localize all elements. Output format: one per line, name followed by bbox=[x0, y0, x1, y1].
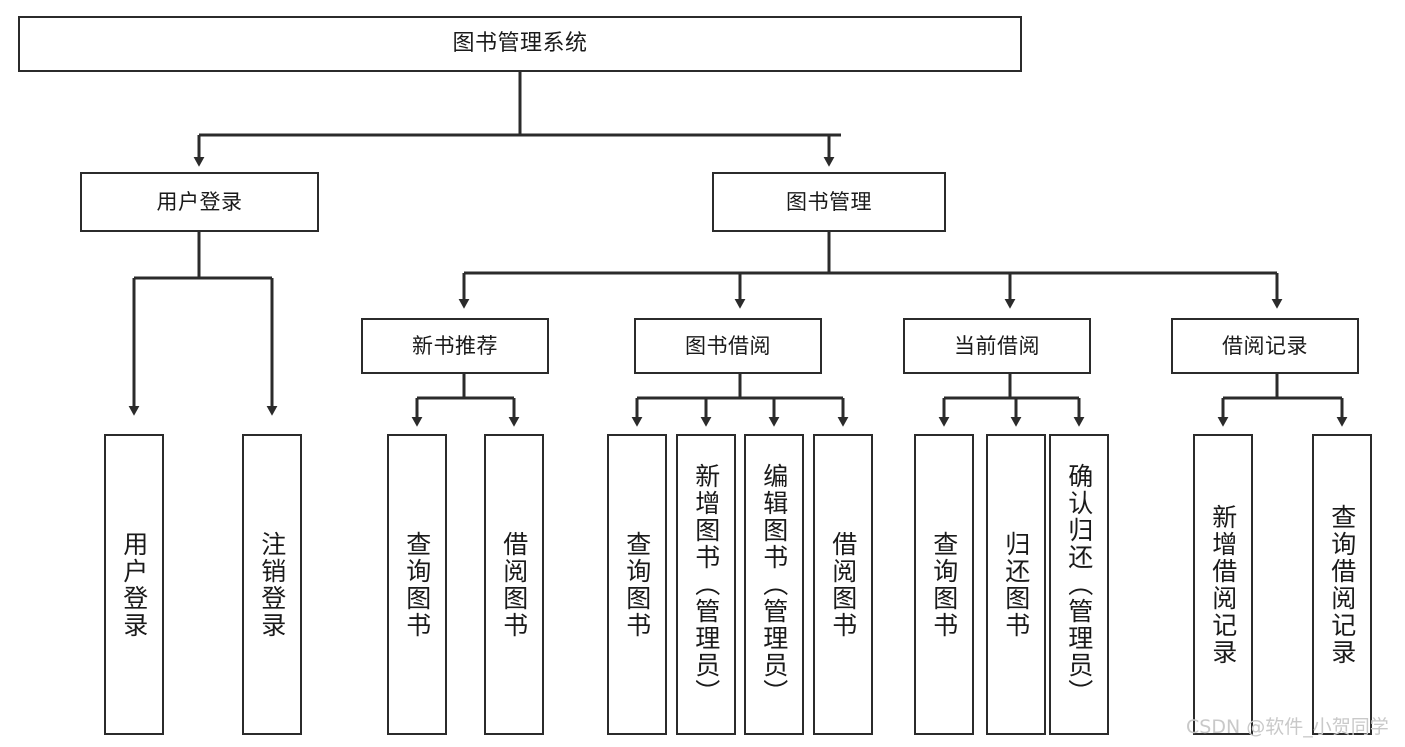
node-leaf-edit-book-label: 编辑图书（管理员） bbox=[759, 463, 789, 706]
node-leaf-user-login-label: 用户登录 bbox=[119, 530, 149, 639]
node-leaf-edit-book[interactable]: 编辑图书（管理员） bbox=[744, 434, 804, 735]
node-current-borrow-label: 当前借阅 bbox=[954, 333, 1040, 358]
node-leaf-borrow-book-2[interactable]: 借阅图书 bbox=[813, 434, 873, 735]
node-current-borrow[interactable]: 当前借阅 bbox=[903, 318, 1091, 374]
node-leaf-add-record[interactable]: 新增借阅记录 bbox=[1193, 434, 1253, 735]
node-leaf-query-book-3-label: 查询图书 bbox=[929, 530, 959, 639]
node-leaf-query-book-2-label: 查询图书 bbox=[622, 530, 652, 639]
node-borrow-record-label: 借阅记录 bbox=[1222, 333, 1308, 358]
node-book-borrow-label: 图书借阅 bbox=[685, 333, 771, 358]
node-leaf-query-book-3[interactable]: 查询图书 bbox=[914, 434, 974, 735]
csdn-watermark: CSDN @软件_小贺同学 bbox=[1186, 716, 1389, 738]
node-leaf-query-book-2[interactable]: 查询图书 bbox=[607, 434, 667, 735]
node-leaf-query-record-label: 查询借阅记录 bbox=[1327, 503, 1357, 666]
node-leaf-query-book-1[interactable]: 查询图书 bbox=[387, 434, 447, 735]
node-new-book-rec-label: 新书推荐 bbox=[412, 333, 498, 358]
node-leaf-logout-login[interactable]: 注销登录 bbox=[242, 434, 302, 735]
node-leaf-add-record-label: 新增借阅记录 bbox=[1208, 503, 1238, 666]
node-leaf-borrow-book-2-label: 借阅图书 bbox=[828, 530, 858, 639]
node-book-manage-label: 图书管理 bbox=[786, 189, 872, 214]
node-root-label: 图书管理系统 bbox=[452, 31, 588, 57]
node-user-login-label: 用户登录 bbox=[156, 189, 243, 214]
node-leaf-logout-login-label: 注销登录 bbox=[257, 530, 287, 639]
node-leaf-add-book-label: 新增图书（管理员） bbox=[691, 463, 721, 706]
node-leaf-borrow-book-1[interactable]: 借阅图书 bbox=[484, 434, 544, 735]
node-leaf-confirm-return-label: 确认归还（管理员） bbox=[1064, 463, 1094, 706]
node-user-login[interactable]: 用户登录 bbox=[80, 172, 319, 232]
node-leaf-borrow-book-1-label: 借阅图书 bbox=[499, 530, 529, 639]
node-book-manage[interactable]: 图书管理 bbox=[712, 172, 946, 232]
node-leaf-user-login[interactable]: 用户登录 bbox=[104, 434, 164, 735]
node-leaf-return-book[interactable]: 归还图书 bbox=[986, 434, 1046, 735]
node-root[interactable]: 图书管理系统 bbox=[18, 16, 1022, 72]
node-leaf-return-book-label: 归还图书 bbox=[1001, 530, 1031, 639]
node-leaf-query-record[interactable]: 查询借阅记录 bbox=[1312, 434, 1372, 735]
node-leaf-confirm-return[interactable]: 确认归还（管理员） bbox=[1049, 434, 1109, 735]
node-borrow-record[interactable]: 借阅记录 bbox=[1171, 318, 1359, 374]
node-new-book-rec[interactable]: 新书推荐 bbox=[361, 318, 549, 374]
node-book-borrow[interactable]: 图书借阅 bbox=[634, 318, 822, 374]
node-leaf-query-book-1-label: 查询图书 bbox=[402, 530, 432, 639]
node-leaf-add-book[interactable]: 新增图书（管理员） bbox=[676, 434, 736, 735]
